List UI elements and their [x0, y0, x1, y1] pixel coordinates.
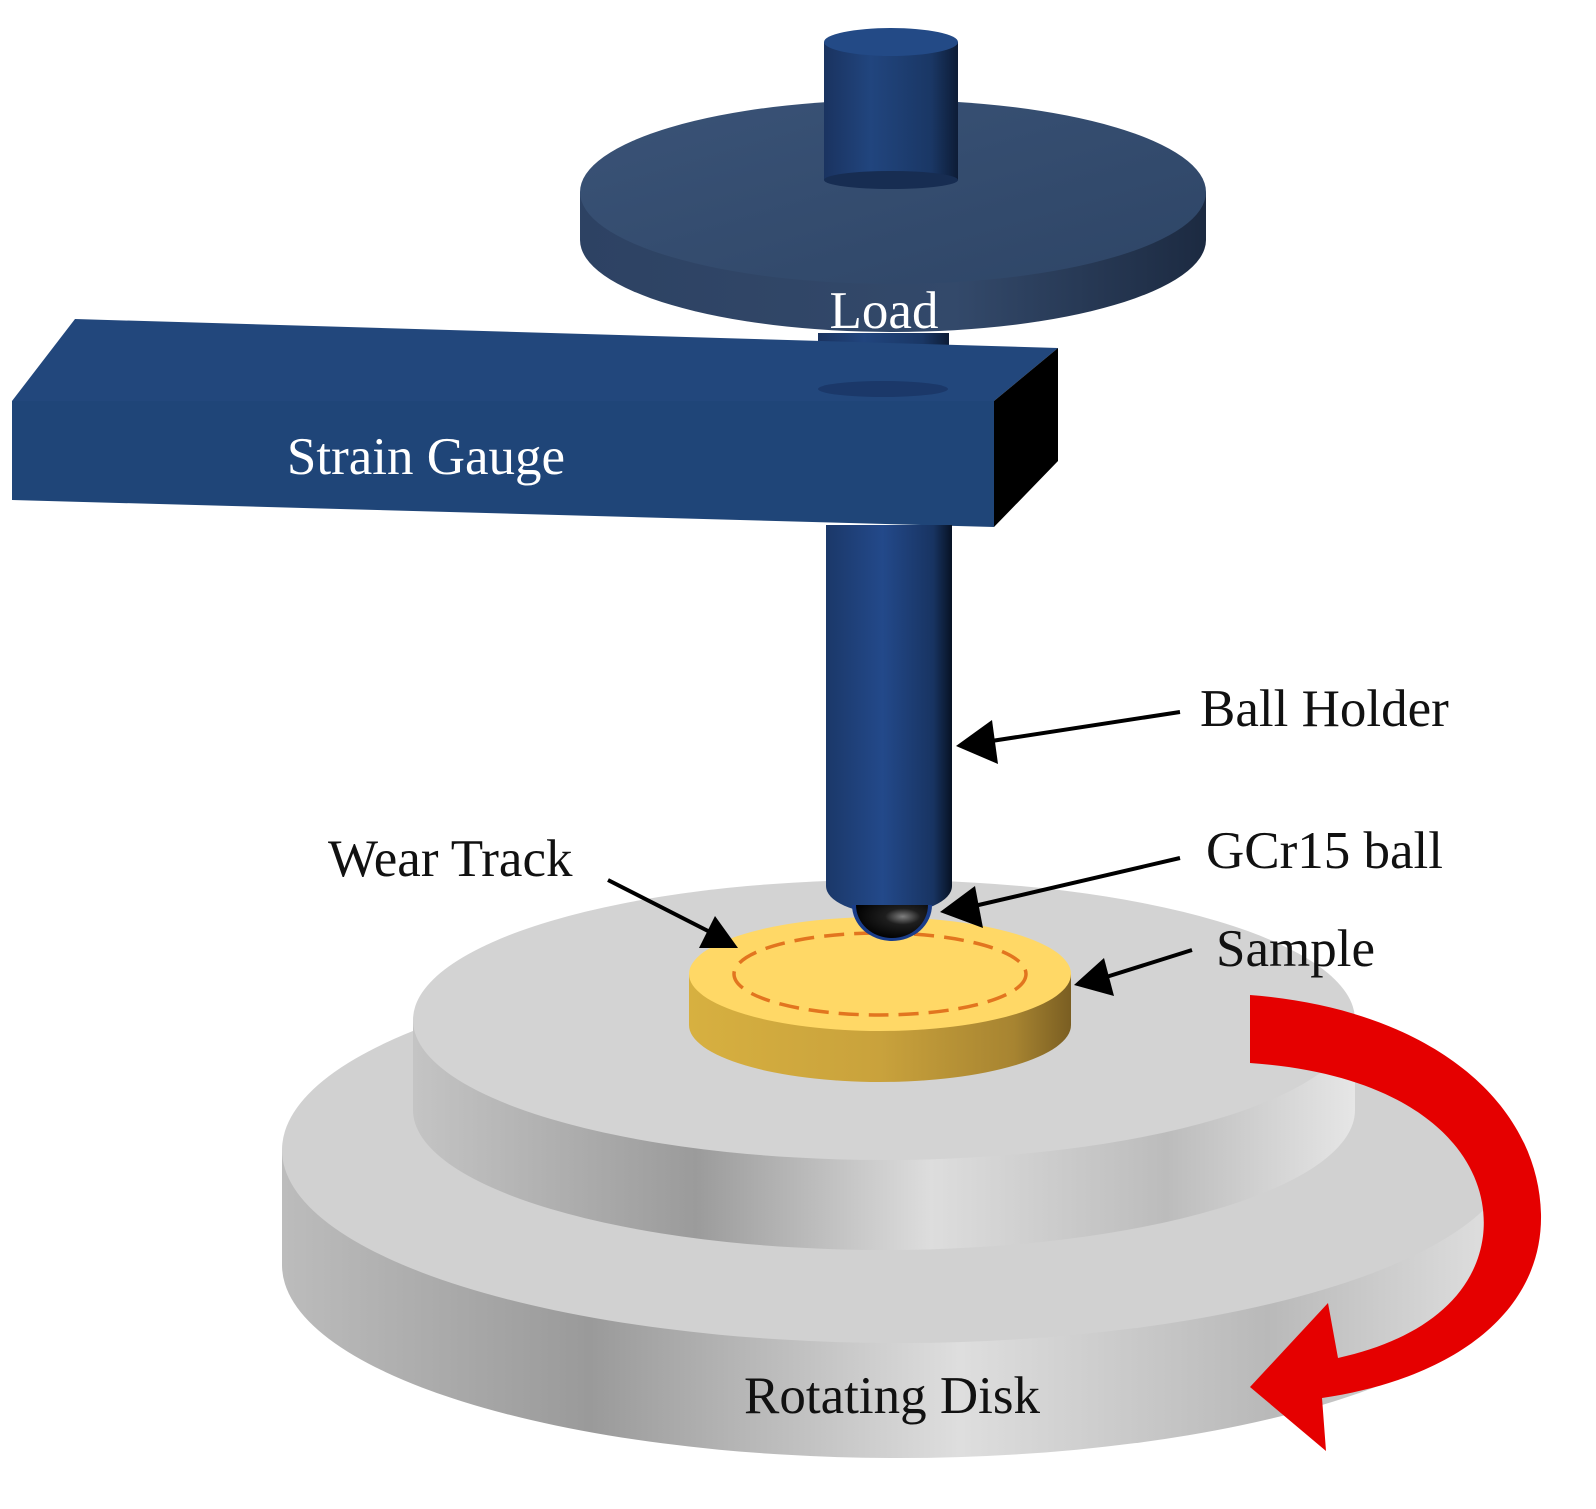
load-plate	[580, 100, 1206, 332]
wear-track-dashed-circle	[732, 931, 1028, 1017]
load-shaft-top	[824, 28, 958, 189]
rotation-arrow	[1250, 995, 1542, 1451]
strain-gauge-label: Strain Gauge	[287, 428, 565, 486]
wear-track-pointer-arrow	[607, 878, 738, 948]
strain-gauge-beam	[12, 319, 1058, 527]
gcr15-ball	[852, 905, 932, 941]
strain-gauge-end-face	[994, 348, 1058, 527]
ball-holder-pointer-arrow	[956, 710, 1181, 764]
ball-label: GCr15 ball	[1206, 822, 1443, 880]
sample	[689, 917, 1071, 1082]
ball-holder-label: Ball Holder	[1200, 680, 1449, 738]
strain-gauge-front-face	[12, 401, 994, 527]
strain-gauge-top-face	[12, 319, 1058, 401]
strain-gauge-shaft-hole	[818, 381, 948, 397]
sample-top	[689, 917, 1071, 1031]
rotating-disk-label: Rotating Disk	[744, 1367, 1040, 1425]
pointer-arrows	[607, 710, 1193, 996]
sample-pointer-arrow	[1074, 948, 1193, 996]
sample-label: Sample	[1216, 920, 1375, 978]
wear-track-label: Wear Track	[328, 830, 573, 888]
ball-holder-rod	[826, 525, 952, 914]
load-label: Load	[830, 282, 939, 340]
ball-pointer-arrow	[940, 856, 1181, 928]
load-plate-top	[580, 100, 1206, 284]
